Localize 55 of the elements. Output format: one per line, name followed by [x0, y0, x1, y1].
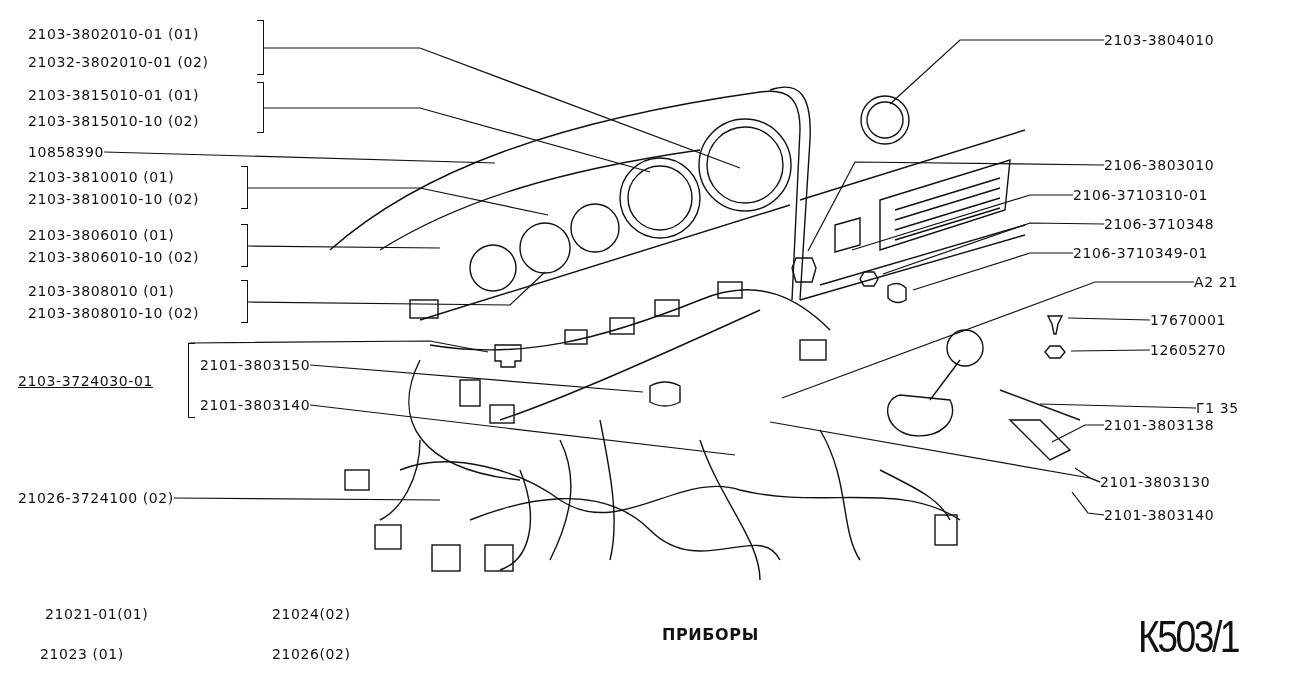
leader-line	[263, 107, 651, 173]
part-number: 2103-3810010-10 (02)	[28, 190, 200, 209]
part-number: 2101-3803150	[200, 355, 311, 375]
part-number: 17670001	[1150, 310, 1227, 330]
part-number: 21032-3802010-01 (02)	[28, 53, 209, 72]
leader-line	[309, 404, 736, 456]
leader-line	[247, 187, 549, 216]
leader-line	[103, 151, 496, 164]
leader-line	[882, 222, 1105, 275]
part-number: 2103-3802010-01 (01)	[28, 25, 200, 44]
part-number: 12605270	[1150, 340, 1227, 360]
leader-line	[1071, 491, 1105, 516]
part-number: 2103-3810010 (01)	[28, 168, 175, 187]
leader-line	[247, 271, 546, 306]
part-number: 10858390	[28, 142, 105, 162]
leader-line	[247, 245, 441, 249]
part-number: 2103-3804010	[1104, 30, 1215, 50]
leader-line	[851, 194, 1074, 251]
part-number: 2106-3803010	[1104, 155, 1215, 175]
part-number: Г1 35	[1196, 398, 1239, 418]
part-number: 2103-3808010-10 (02)	[28, 304, 200, 323]
part-number: 2106-3710310-01	[1073, 185, 1208, 205]
part-number: A2 21	[1194, 272, 1238, 292]
leader-line	[912, 252, 1074, 291]
part-number: 2103-3808010 (01)	[28, 282, 175, 301]
leader-line	[1051, 424, 1105, 443]
part-number: 2103-3815010-10 (02)	[28, 112, 200, 131]
model-code: 21024(02)	[272, 606, 351, 622]
part-number: 2101-3803140	[200, 395, 311, 415]
model-code: 21026(02)	[272, 646, 351, 662]
leader-line	[889, 39, 1105, 105]
sheet-number: К503/1	[1138, 612, 1239, 662]
leader-line	[188, 340, 489, 353]
leader-line	[1039, 403, 1197, 409]
assembly-part-number: 2103-3724030-01	[18, 372, 153, 391]
part-number: 2106-3710348	[1104, 214, 1215, 234]
leader-line	[309, 364, 644, 393]
part-number: 2101-3803140	[1104, 505, 1215, 525]
model-code: 21021-01(01)	[45, 606, 149, 622]
leader-line	[807, 161, 1105, 252]
part-number: 2106-3710349-01	[1073, 243, 1208, 263]
part-number: 2103-3806010 (01)	[28, 226, 175, 245]
leader-line	[1070, 349, 1151, 352]
leader-line	[263, 47, 741, 169]
part-number: 2103-3815010-01 (01)	[28, 86, 200, 105]
part-number: 2103-3806010-10 (02)	[28, 248, 200, 267]
leader-line	[781, 281, 1195, 399]
part-number: 2101-3803138	[1104, 415, 1215, 435]
leader-line	[1067, 317, 1151, 321]
part-number: 21026-3724100 (02)	[18, 488, 174, 508]
part-number: 2101-3803130	[1100, 472, 1211, 492]
model-code: 21023 (01)	[40, 646, 124, 662]
leader-line	[173, 497, 441, 501]
section-title: ПРИБОРЫ	[662, 625, 759, 644]
leader-line	[1074, 467, 1101, 483]
